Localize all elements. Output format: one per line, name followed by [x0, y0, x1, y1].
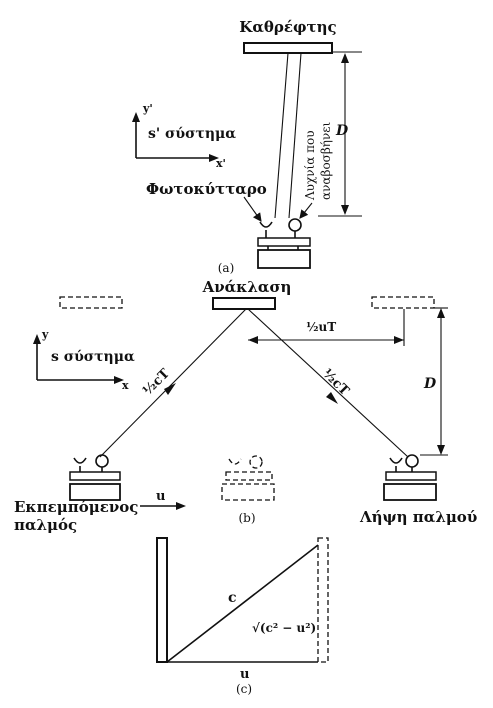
mirror-label: Καθρέφτης [239, 18, 336, 36]
apparatus-emit [69, 454, 121, 501]
half-ut-label: ½uT [306, 320, 336, 334]
emitted-label-2: παλμός [14, 516, 77, 534]
mirror-ghost-left [59, 296, 123, 309]
mirror-b [212, 297, 276, 310]
apparatus-receive [383, 454, 437, 501]
lamp-pointer [299, 202, 313, 219]
light-path-up [274, 52, 289, 219]
caption-c: (c) [236, 682, 252, 696]
lamp-label-1: Λυχνία που [303, 130, 317, 201]
apparatus-a [257, 218, 311, 269]
distance-label-b: D [423, 376, 437, 392]
emitted-label-1: Εκπεμπόμενος [14, 498, 138, 516]
received-label: Λήψη παλμού [359, 508, 477, 526]
light-path-left [99, 308, 247, 458]
distance-label-a: D [335, 123, 349, 139]
mirror-c-left [156, 537, 168, 663]
frame-label-b: s σύστημα [51, 349, 135, 365]
apparatus-ghost [221, 455, 275, 501]
light-path-down [288, 52, 302, 219]
base-box-a [257, 249, 311, 269]
axis-x-label-b: x [122, 379, 129, 392]
reflection-label: Ανάκλαση [202, 278, 292, 296]
panel-c: c √(c² − u²) u (c) [156, 537, 329, 696]
caption-b: (b) [238, 511, 255, 525]
mirror-ghost-right [371, 296, 435, 309]
hyp-label: c [228, 590, 237, 606]
axis-x-label-a: x' [216, 157, 226, 170]
photocell-label: Φωτοκύτταρο [146, 180, 267, 198]
axis-y-label-b: y [41, 328, 49, 341]
dist-arrowhead-bottom [341, 205, 349, 215]
panel-b: Ανάκλαση ½cT ½cT ½uT D y x s σύστημα [14, 278, 477, 534]
hypotenuse-c [166, 544, 319, 663]
path-right-label: ½cT [319, 366, 352, 399]
vertical-label: √(c² − u²) [252, 621, 316, 635]
mirror-a [243, 42, 333, 54]
caption-a: (a) [218, 261, 235, 275]
dist-arrowhead-top [341, 53, 349, 63]
photocell-pointer [243, 196, 262, 222]
mirror-c-right [317, 537, 329, 663]
panel-a: Καθρέφτης Λυχνία που αναβοσβήνει D y' x'… [132, 18, 362, 275]
axis-y-label-a: y' [142, 102, 153, 115]
light-path-right [247, 308, 409, 458]
photocell-icon [259, 221, 273, 228]
lamp-label-2: αναβοσβήνει [319, 122, 333, 200]
frame-label-a: s' σύστημα [148, 126, 236, 142]
lamp-icon [288, 218, 302, 232]
base-label: u [240, 667, 249, 682]
velocity-label: u [156, 489, 165, 504]
